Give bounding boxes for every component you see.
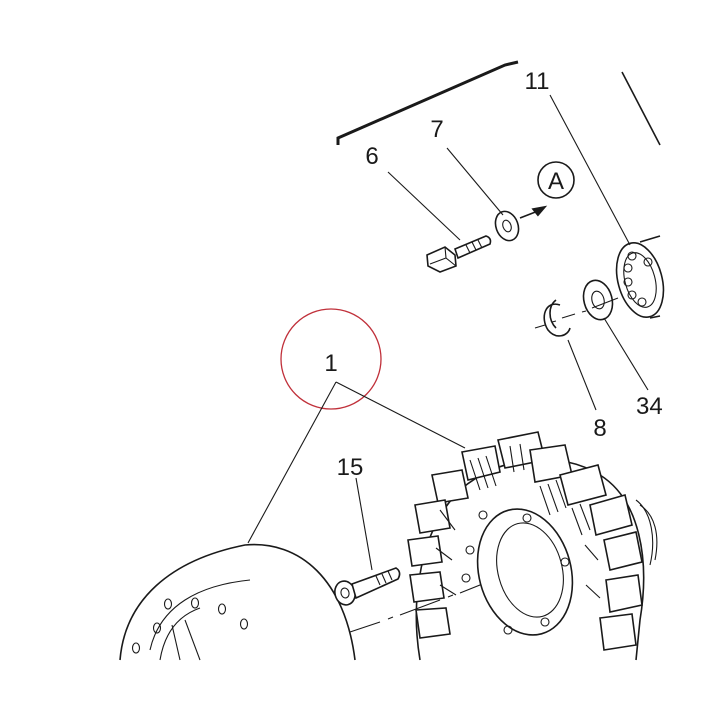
washer-part-7	[494, 210, 520, 242]
callout-11: 11	[525, 68, 550, 95]
bearing-part-11	[615, 235, 665, 319]
callout-6: 6	[365, 143, 378, 170]
callout-labels: 1 6 7 8 11 15 34 A	[324, 68, 662, 481]
washer-part-34	[582, 279, 614, 321]
leader-lines-upper	[387, 94, 649, 411]
leader-lines-callout-1	[247, 381, 466, 544]
callout-7: 7	[430, 116, 443, 143]
callout-34: 34	[636, 393, 663, 420]
callout-1: 1	[324, 350, 337, 377]
bolt-part-15	[334, 477, 401, 606]
axis-centerline-upper	[534, 297, 619, 329]
axis-centerline-lower	[349, 564, 531, 633]
bolt-part-6	[426, 235, 492, 273]
rotor-part	[119, 543, 356, 661]
callout-8: 8	[593, 415, 606, 442]
group-bracket	[336, 60, 519, 145]
callout-15: 15	[337, 454, 364, 481]
circlip-part-8	[543, 299, 571, 337]
housing-outline	[621, 71, 661, 146]
highlight-circle	[280, 308, 382, 410]
stator-part	[407, 431, 658, 661]
arrow-to-view-a	[519, 161, 575, 219]
view-a-label: A	[548, 168, 564, 195]
